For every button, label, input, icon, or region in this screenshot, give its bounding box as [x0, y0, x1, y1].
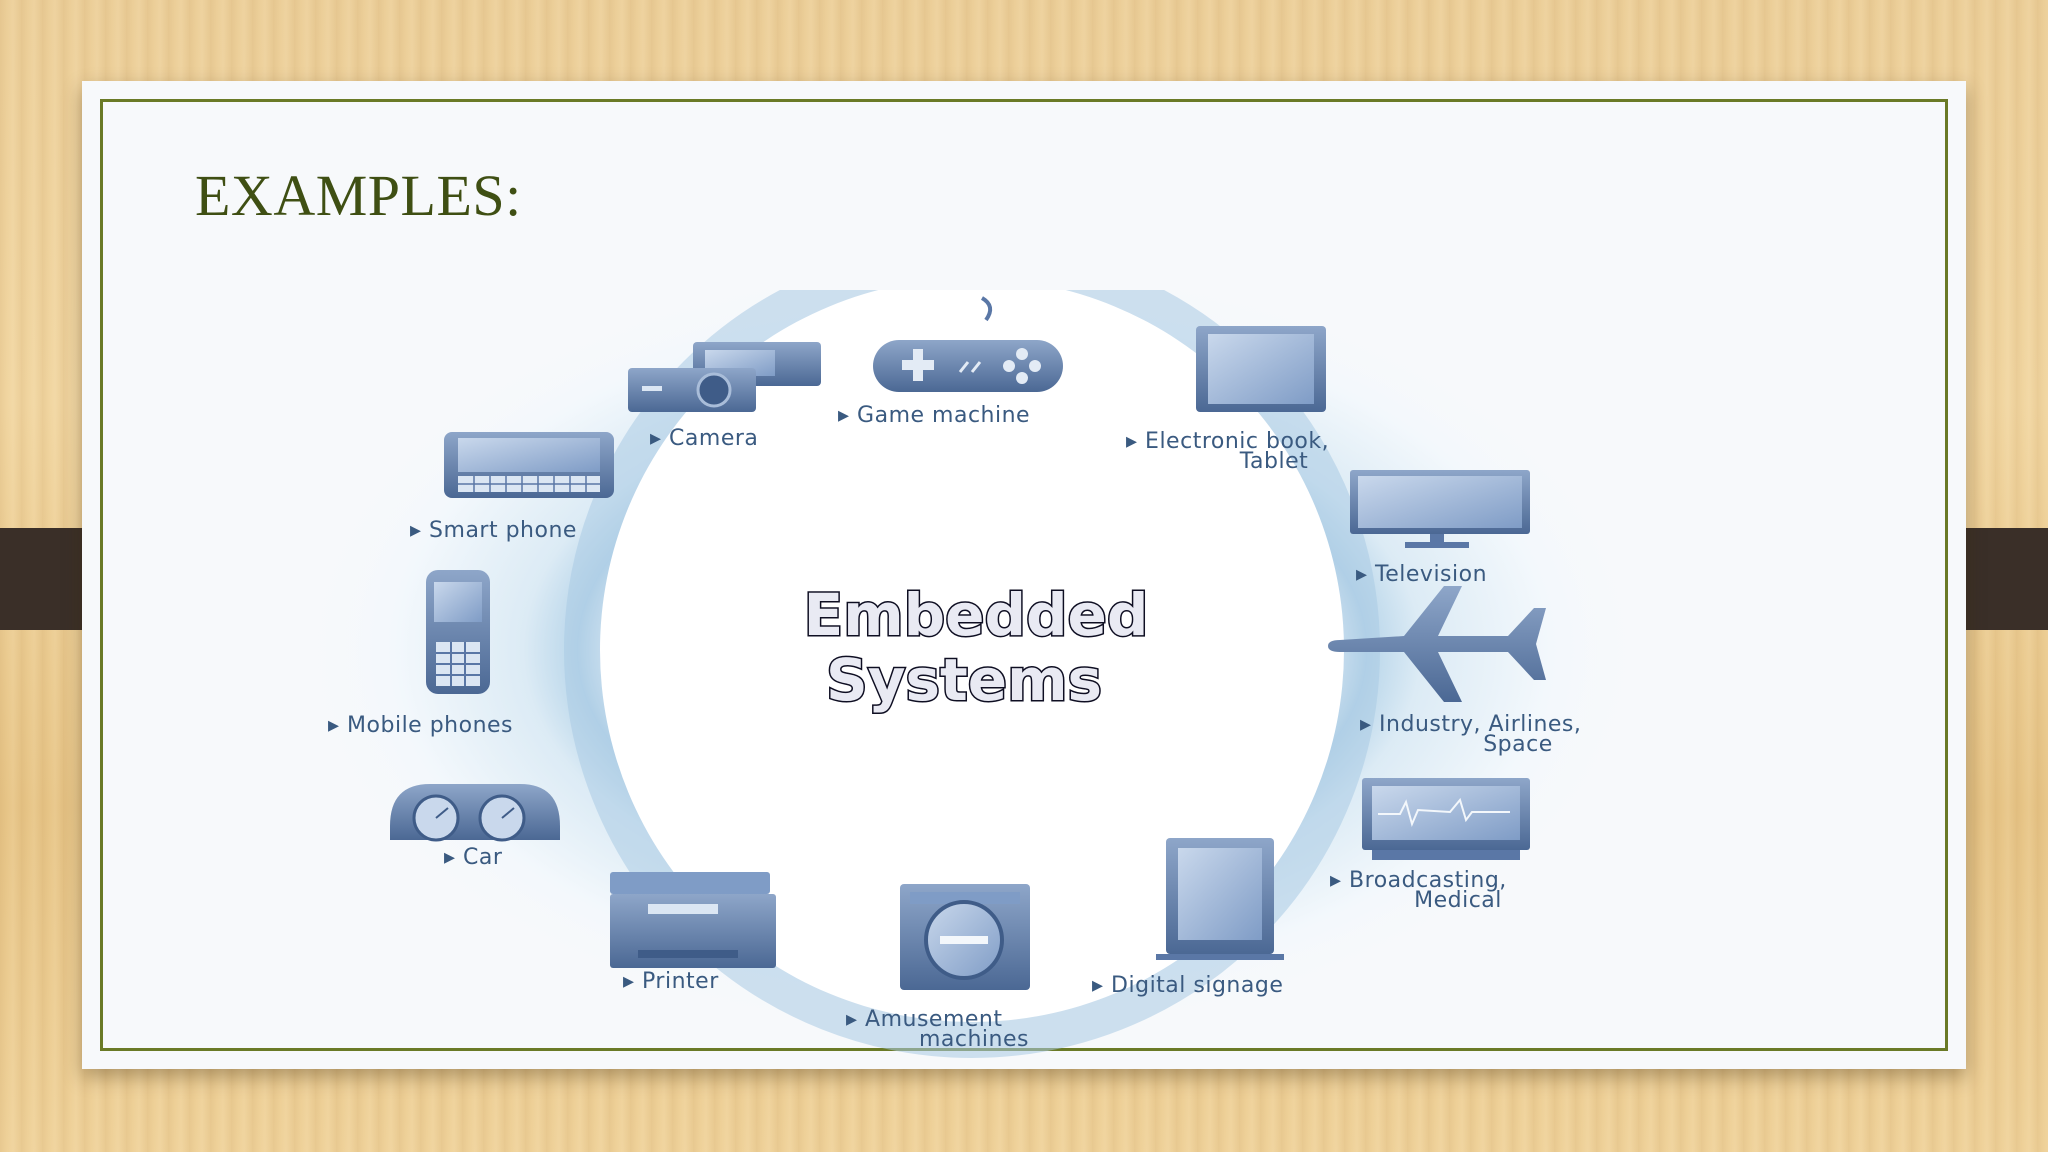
smart-phone-label: ▸ Smart phone [410, 518, 577, 543]
medical-label-line-1: ▸ Broadcasting, [1330, 868, 1507, 893]
medical-monitor-icon [1362, 778, 1530, 860]
mobile-phone-icon [426, 570, 490, 694]
medical-label-line-2: Medical [1414, 888, 1502, 913]
camera-icon [628, 342, 821, 412]
television-label: ▸ Television [1356, 562, 1487, 587]
amusement-label-line-1: ▸ Amusement [846, 1007, 1003, 1032]
car-label: ▸ Car [444, 845, 503, 870]
airplane-icon [1328, 586, 1546, 702]
amusement-label-line-2: machines [919, 1027, 1029, 1052]
game-machine-label: ▸ Game machine [838, 403, 1030, 428]
game-controller-icon [873, 296, 1063, 392]
tablet-icon [1196, 326, 1326, 412]
slide-title: EXAMPLES: [195, 163, 522, 228]
digital-signage-icon [1156, 838, 1284, 960]
embedded-systems-diagram: Embedded Systems ▸ Camera ▸ Game machine… [310, 290, 1652, 1058]
tablet-label-line-2: Tablet [1239, 449, 1309, 474]
printer-label: ▸ Printer [623, 969, 719, 994]
car-dashboard-icon [390, 784, 560, 842]
camera-label: ▸ Camera [650, 426, 758, 451]
smart-phone-icon [444, 432, 614, 498]
printer-icon [610, 872, 776, 968]
center-title-line-2: Systems [826, 646, 1102, 714]
airplane-label-line-1: ▸ Industry, Airlines, [1360, 712, 1581, 737]
center-title-line-1: Embedded [804, 581, 1149, 649]
tablet-label-line-1: ▸ Electronic book, [1126, 429, 1329, 454]
center-circle [600, 290, 1344, 1022]
mobile-phones-label: ▸ Mobile phones [328, 713, 513, 738]
amusement-machine-icon [900, 884, 1030, 990]
television-icon [1350, 470, 1530, 548]
digital-signage-label: ▸ Digital signage [1092, 973, 1283, 998]
airplane-label-line-2: Space [1483, 732, 1553, 757]
